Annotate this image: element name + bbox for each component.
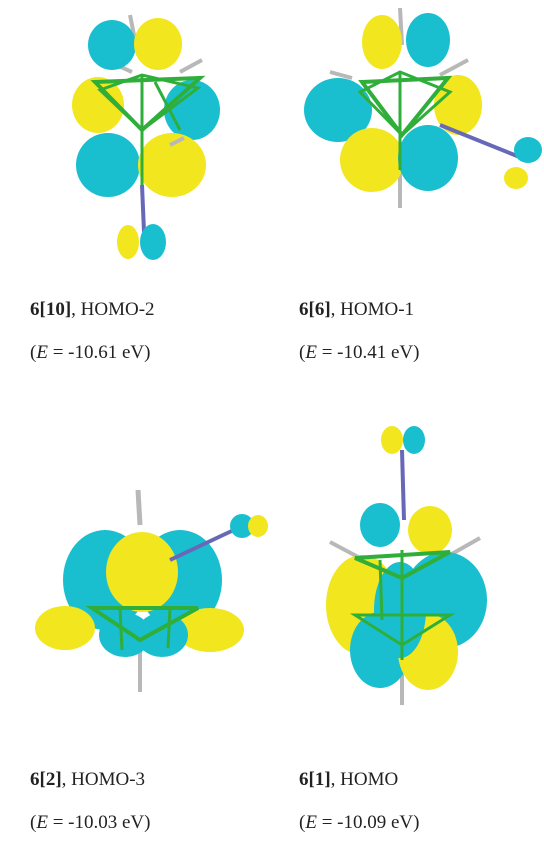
orbital-6-6-homo-1 bbox=[304, 7, 542, 208]
orbital-label: , HOMO-1 bbox=[330, 299, 415, 320]
compound-id: 6[6] bbox=[299, 299, 331, 320]
compound-id: 6[2] bbox=[30, 769, 62, 790]
caption-top-left: 6[10], HOMO-2 bbox=[30, 300, 155, 319]
energy-symbol: E bbox=[36, 812, 48, 833]
energy-bottom-left: (E = -10.03 eV) bbox=[30, 812, 151, 833]
orbital-6-2-homo-3 bbox=[35, 489, 268, 692]
caption-bottom-right: 6[1], HOMO bbox=[299, 770, 398, 789]
orbital-label: , HOMO bbox=[330, 769, 399, 790]
energy-value: = -10.41 eV) bbox=[316, 342, 420, 363]
energy-symbol: E bbox=[305, 812, 317, 833]
energy-value: = -10.09 eV) bbox=[316, 812, 420, 833]
energy-symbol: E bbox=[305, 342, 317, 363]
orbital-6-1-homo bbox=[326, 426, 487, 705]
caption-top-right: 6[6], HOMO-1 bbox=[299, 300, 414, 319]
energy-value: = -10.61 eV) bbox=[47, 342, 151, 363]
orbital-label: , HOMO-3 bbox=[61, 769, 146, 790]
energy-top-left: (E = -10.61 eV) bbox=[30, 342, 151, 363]
compound-id: 6[1] bbox=[299, 769, 331, 790]
energy-top-right: (E = -10.41 eV) bbox=[299, 342, 420, 363]
energy-symbol: E bbox=[36, 342, 48, 363]
orbital-6-10-homo-2 bbox=[72, 14, 220, 260]
energy-value: = -10.03 eV) bbox=[47, 812, 151, 833]
caption-bottom-left: 6[2], HOMO-3 bbox=[30, 770, 145, 789]
energy-bottom-right: (E = -10.09 eV) bbox=[299, 812, 420, 833]
orbital-label: , HOMO-2 bbox=[71, 299, 155, 320]
compound-id: 6[10] bbox=[30, 299, 72, 320]
